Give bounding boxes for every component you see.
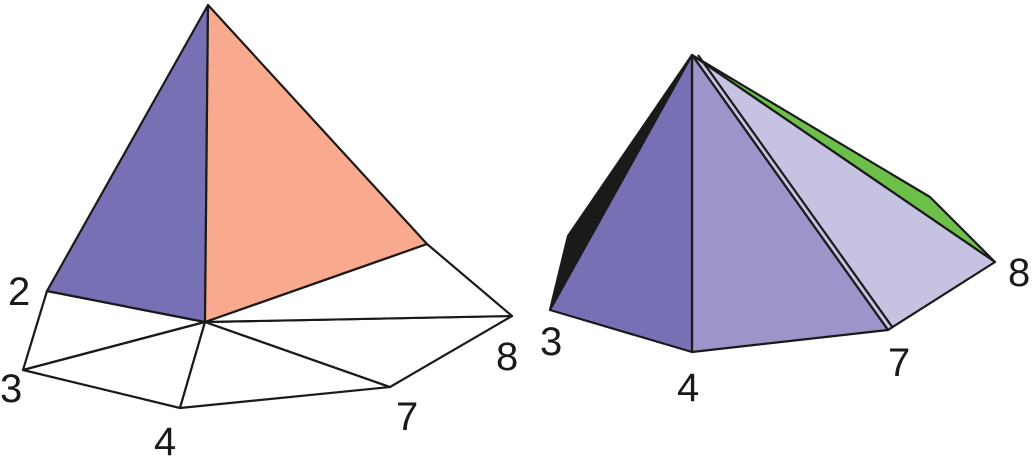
right-label-8: 8 [1008,251,1030,295]
left-label-7: 7 [396,395,418,439]
left-label-8: 8 [496,335,518,379]
left-labels: 2 3 4 7 8 [0,270,518,464]
right-label-3: 3 [540,320,562,364]
left-label-2: 2 [8,270,30,314]
left-salmon-face [203,3,429,324]
left-label-3: 3 [0,367,22,411]
left-pyramid [21,3,514,410]
right-label-7: 7 [888,341,910,385]
right-pyramid [548,53,997,354]
right-fold-edge [697,54,894,329]
left-label-4: 4 [154,420,176,464]
right-dark-face [548,53,694,354]
right-labels: 3 4 7 8 [540,251,1030,410]
right-label-4: 4 [677,366,699,410]
left-purple-face [45,3,210,324]
